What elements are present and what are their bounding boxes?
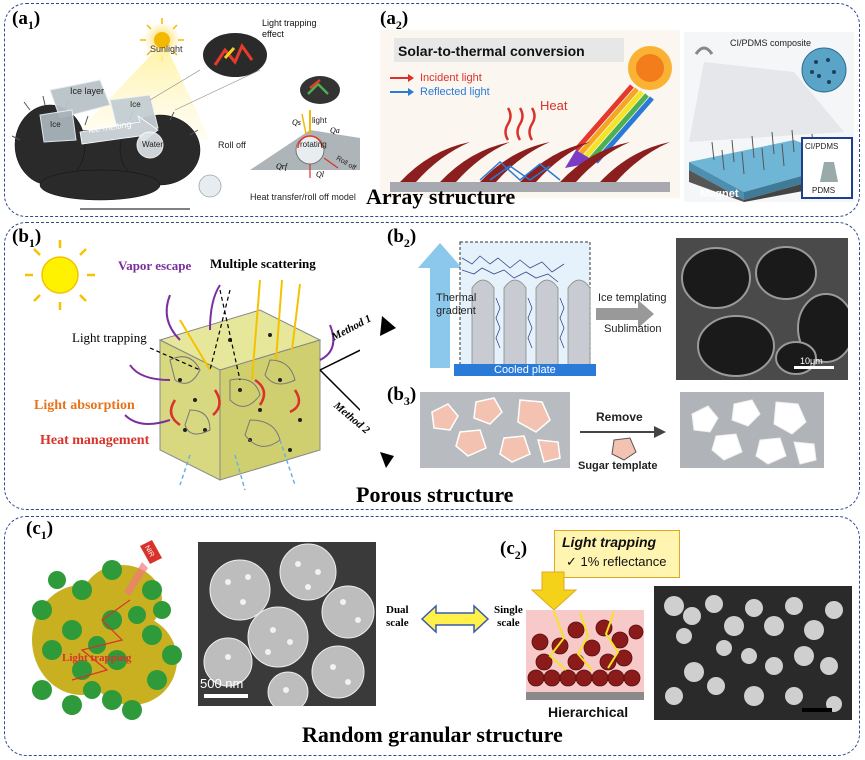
model-qa-label: Qa	[330, 126, 340, 135]
ice-label-1: Ice	[50, 120, 61, 129]
c1-sem-image	[198, 542, 376, 706]
b2-scale-bar-label: 10μm	[800, 356, 823, 366]
model-caption: Heat transfer/roll off model	[250, 192, 356, 202]
label-b2: (b2)	[387, 226, 417, 250]
c1-illustration	[32, 540, 182, 720]
label-c1: (c1)	[26, 518, 54, 542]
thermal-gradient-1: Thermal	[436, 292, 477, 304]
sunlight-label: Sunlight	[150, 44, 183, 54]
sugar-template-label: Sugar template	[578, 460, 658, 472]
inset-cipdms-label: CI/PDMS	[805, 142, 839, 151]
vapor-escape-label: Vapor escape	[118, 258, 192, 273]
double-arrow-icon	[420, 604, 490, 634]
ice-layer-label: Ice layer	[70, 86, 105, 96]
b2-illustration	[418, 241, 654, 376]
a1-illustration	[11, 18, 360, 210]
hierarchical-label: Hierarchical	[548, 704, 629, 720]
cooled-plate-label: Cooled plate	[494, 364, 556, 376]
solar-title: Solar-to-thermal conversion	[398, 43, 585, 59]
magnet-label: Magnet	[700, 188, 739, 200]
title-random-granular-structure: Random granular structure	[302, 722, 563, 747]
reflected-light-label: Reflected light	[420, 86, 490, 98]
method-arrows	[380, 316, 396, 468]
ice-templating-label: Ice templating	[598, 292, 667, 304]
incident-light-label: Incident light	[420, 72, 482, 84]
magnet-composite-illustration	[684, 32, 854, 202]
model-rotating-label: rotating	[300, 140, 327, 149]
c2-sem-image	[654, 586, 852, 720]
label-a2: (a2)	[380, 8, 409, 32]
c2-light-trapping-box	[554, 530, 680, 578]
model-qs-label: Qs	[292, 118, 301, 127]
panel-array-structure	[4, 3, 860, 217]
dual-scale-line-2: scale	[386, 617, 409, 629]
c1-scale-bar-label: 500 nm	[200, 676, 244, 691]
composite-label: CI/PDMS composite	[730, 38, 812, 48]
c2-reflectance-label: ✓ 1% reflectance	[566, 554, 667, 569]
single-scale-line-2: scale	[497, 617, 520, 629]
roll-off-label: Roll off	[218, 140, 246, 150]
label-a1: (a1)	[12, 8, 41, 32]
multiple-scattering-label: Multiple scattering	[210, 256, 316, 271]
panel-random-granular-structure	[4, 516, 860, 756]
c1-sem-particles	[198, 542, 376, 706]
c1-light-trapping-label: Light trapping	[62, 652, 132, 664]
heat-management-label: Heat management	[40, 433, 150, 448]
light-trapping-label-b: Light trapping	[72, 330, 147, 345]
label-b3: (b3)	[387, 384, 417, 408]
dual-scale-line-1: Dual	[386, 604, 409, 616]
model-light-label: light	[312, 116, 327, 125]
label-c2: (c2)	[500, 538, 528, 562]
title-porous-structure: Porous structure	[356, 482, 514, 507]
inset-pdms-label: PDMS	[812, 186, 836, 195]
b3-sugar-illustration	[420, 392, 570, 468]
panel-porous-structure	[4, 222, 860, 510]
water-label: Water	[142, 140, 164, 149]
dual-scale-label: Dual scale	[386, 604, 409, 630]
b3-remove-arrow	[580, 426, 666, 461]
single-scale-label: Single scale	[494, 604, 523, 630]
thermal-gradient-2: gradient	[436, 305, 476, 317]
ice-label-2: Ice	[130, 100, 141, 109]
b3-porous-illustration	[680, 392, 824, 468]
label-b1: (b1)	[12, 226, 42, 250]
sublimation-label: Sublimation	[604, 323, 662, 335]
c2-sem-particles	[654, 586, 852, 720]
b1-illustration	[25, 240, 360, 491]
light-trapping-effect-label: Light trapping effect	[262, 18, 317, 39]
light-absorption-label: Light absorption	[34, 398, 135, 413]
a2-illustration	[380, 30, 680, 198]
single-scale-line-1: Single	[494, 604, 523, 616]
title-array-structure: Array structure	[366, 184, 516, 209]
b2-sem-pores	[676, 238, 848, 380]
model-ql-label: Ql	[316, 170, 324, 179]
b2-sem-image	[676, 238, 848, 380]
c2-light-trapping-title: Light trapping	[562, 534, 657, 550]
remove-label: Remove	[596, 410, 643, 424]
heat-label: Heat	[540, 98, 568, 113]
c2-illustration	[526, 571, 644, 700]
model-qrf-label: Qrf	[276, 162, 288, 171]
